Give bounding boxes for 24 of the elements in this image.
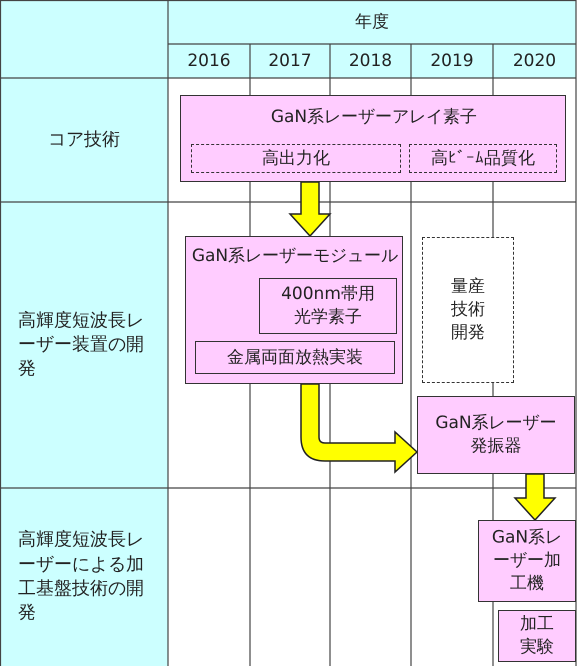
part-box: 400nm帯用光学素子 [259, 278, 397, 334]
topic-box: 高出力化 [191, 144, 401, 173]
plan-box: 量産技術開発 [422, 237, 514, 383]
year-heading: 2017 [268, 50, 312, 72]
row-heading: コア技術 [47, 128, 121, 152]
row-heading: 高輝度短波長レーザーによる加工基盤技術の開発 [18, 528, 145, 626]
year-heading: 2020 [512, 50, 556, 72]
component-box [180, 95, 566, 182]
topic-box: 高ﾋﾞｰﾑ品質化 [409, 144, 557, 173]
block-arrow [300, 383, 418, 473]
module-box [185, 236, 403, 384]
part-box: 金属両面放熱実装 [195, 341, 395, 374]
column-heading: 年度 [355, 10, 389, 34]
block-arrow [288, 181, 332, 238]
year-heading: 2019 [430, 50, 474, 72]
experiment-box: 加工実験 [498, 610, 576, 662]
device-box: GaN系レーザー発振器 [417, 396, 575, 474]
box-heading: GaN系レーザーアレイ素子 [270, 106, 478, 129]
row-heading: 高輝度短波長レーザー装置の開発 [18, 308, 145, 382]
year-heading: 2018 [348, 50, 392, 72]
box-heading: GaN系レーザーモジュール [190, 245, 400, 268]
year-heading: 2016 [187, 50, 231, 72]
machine-box: GaN系レーザー加工機 [478, 520, 576, 602]
block-arrow [513, 473, 557, 522]
